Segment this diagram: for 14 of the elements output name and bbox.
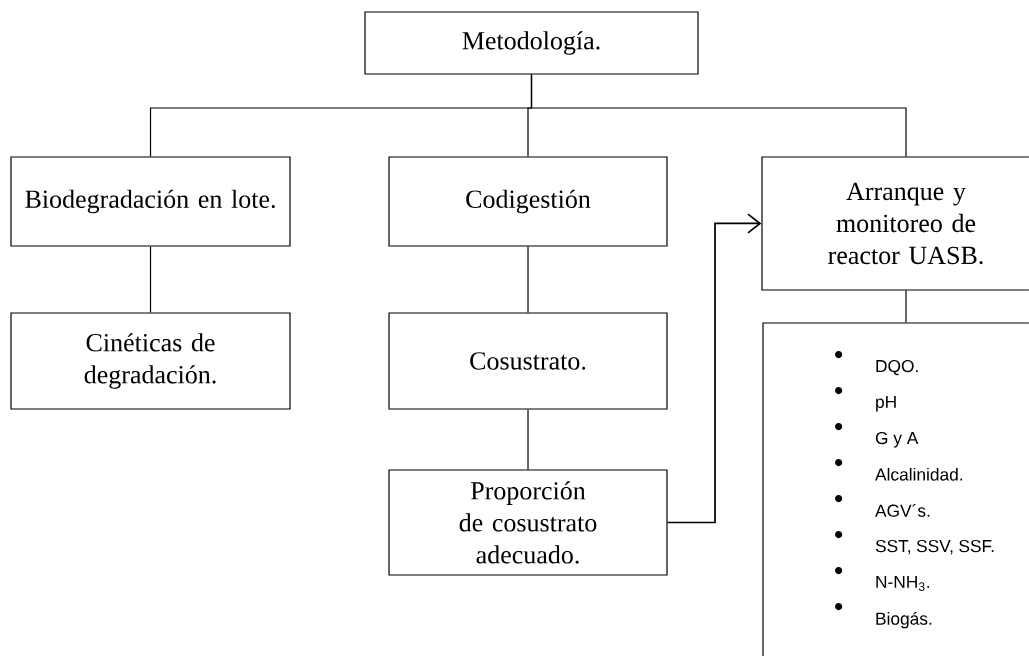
process-box: Biodegradación en lote. [10, 156, 291, 247]
connector-line [527, 246, 529, 313]
connector-line [530, 74, 907, 157]
connector-line [149, 246, 152, 313]
process-box: Cinéticas de degradación. [10, 312, 291, 410]
arrow [666, 213, 762, 524]
process-box: Metodología. [364, 11, 699, 75]
process-box: Arranque y monitoreo de reactor UASB. [761, 156, 1029, 291]
connector-line [527, 408, 529, 470]
connector-line [905, 289, 907, 323]
process-box: Codigestión [388, 156, 668, 247]
process-box: Cosustrato. [388, 312, 668, 410]
process-box: Proporción de cosustrato adecuado. [388, 469, 668, 576]
bullet-list-box: DQO. pH G y A Alcalinidad. AGV´s. SST, SSV, SSF. N-NH$_{3}$. Biogás. [762, 322, 1029, 656]
